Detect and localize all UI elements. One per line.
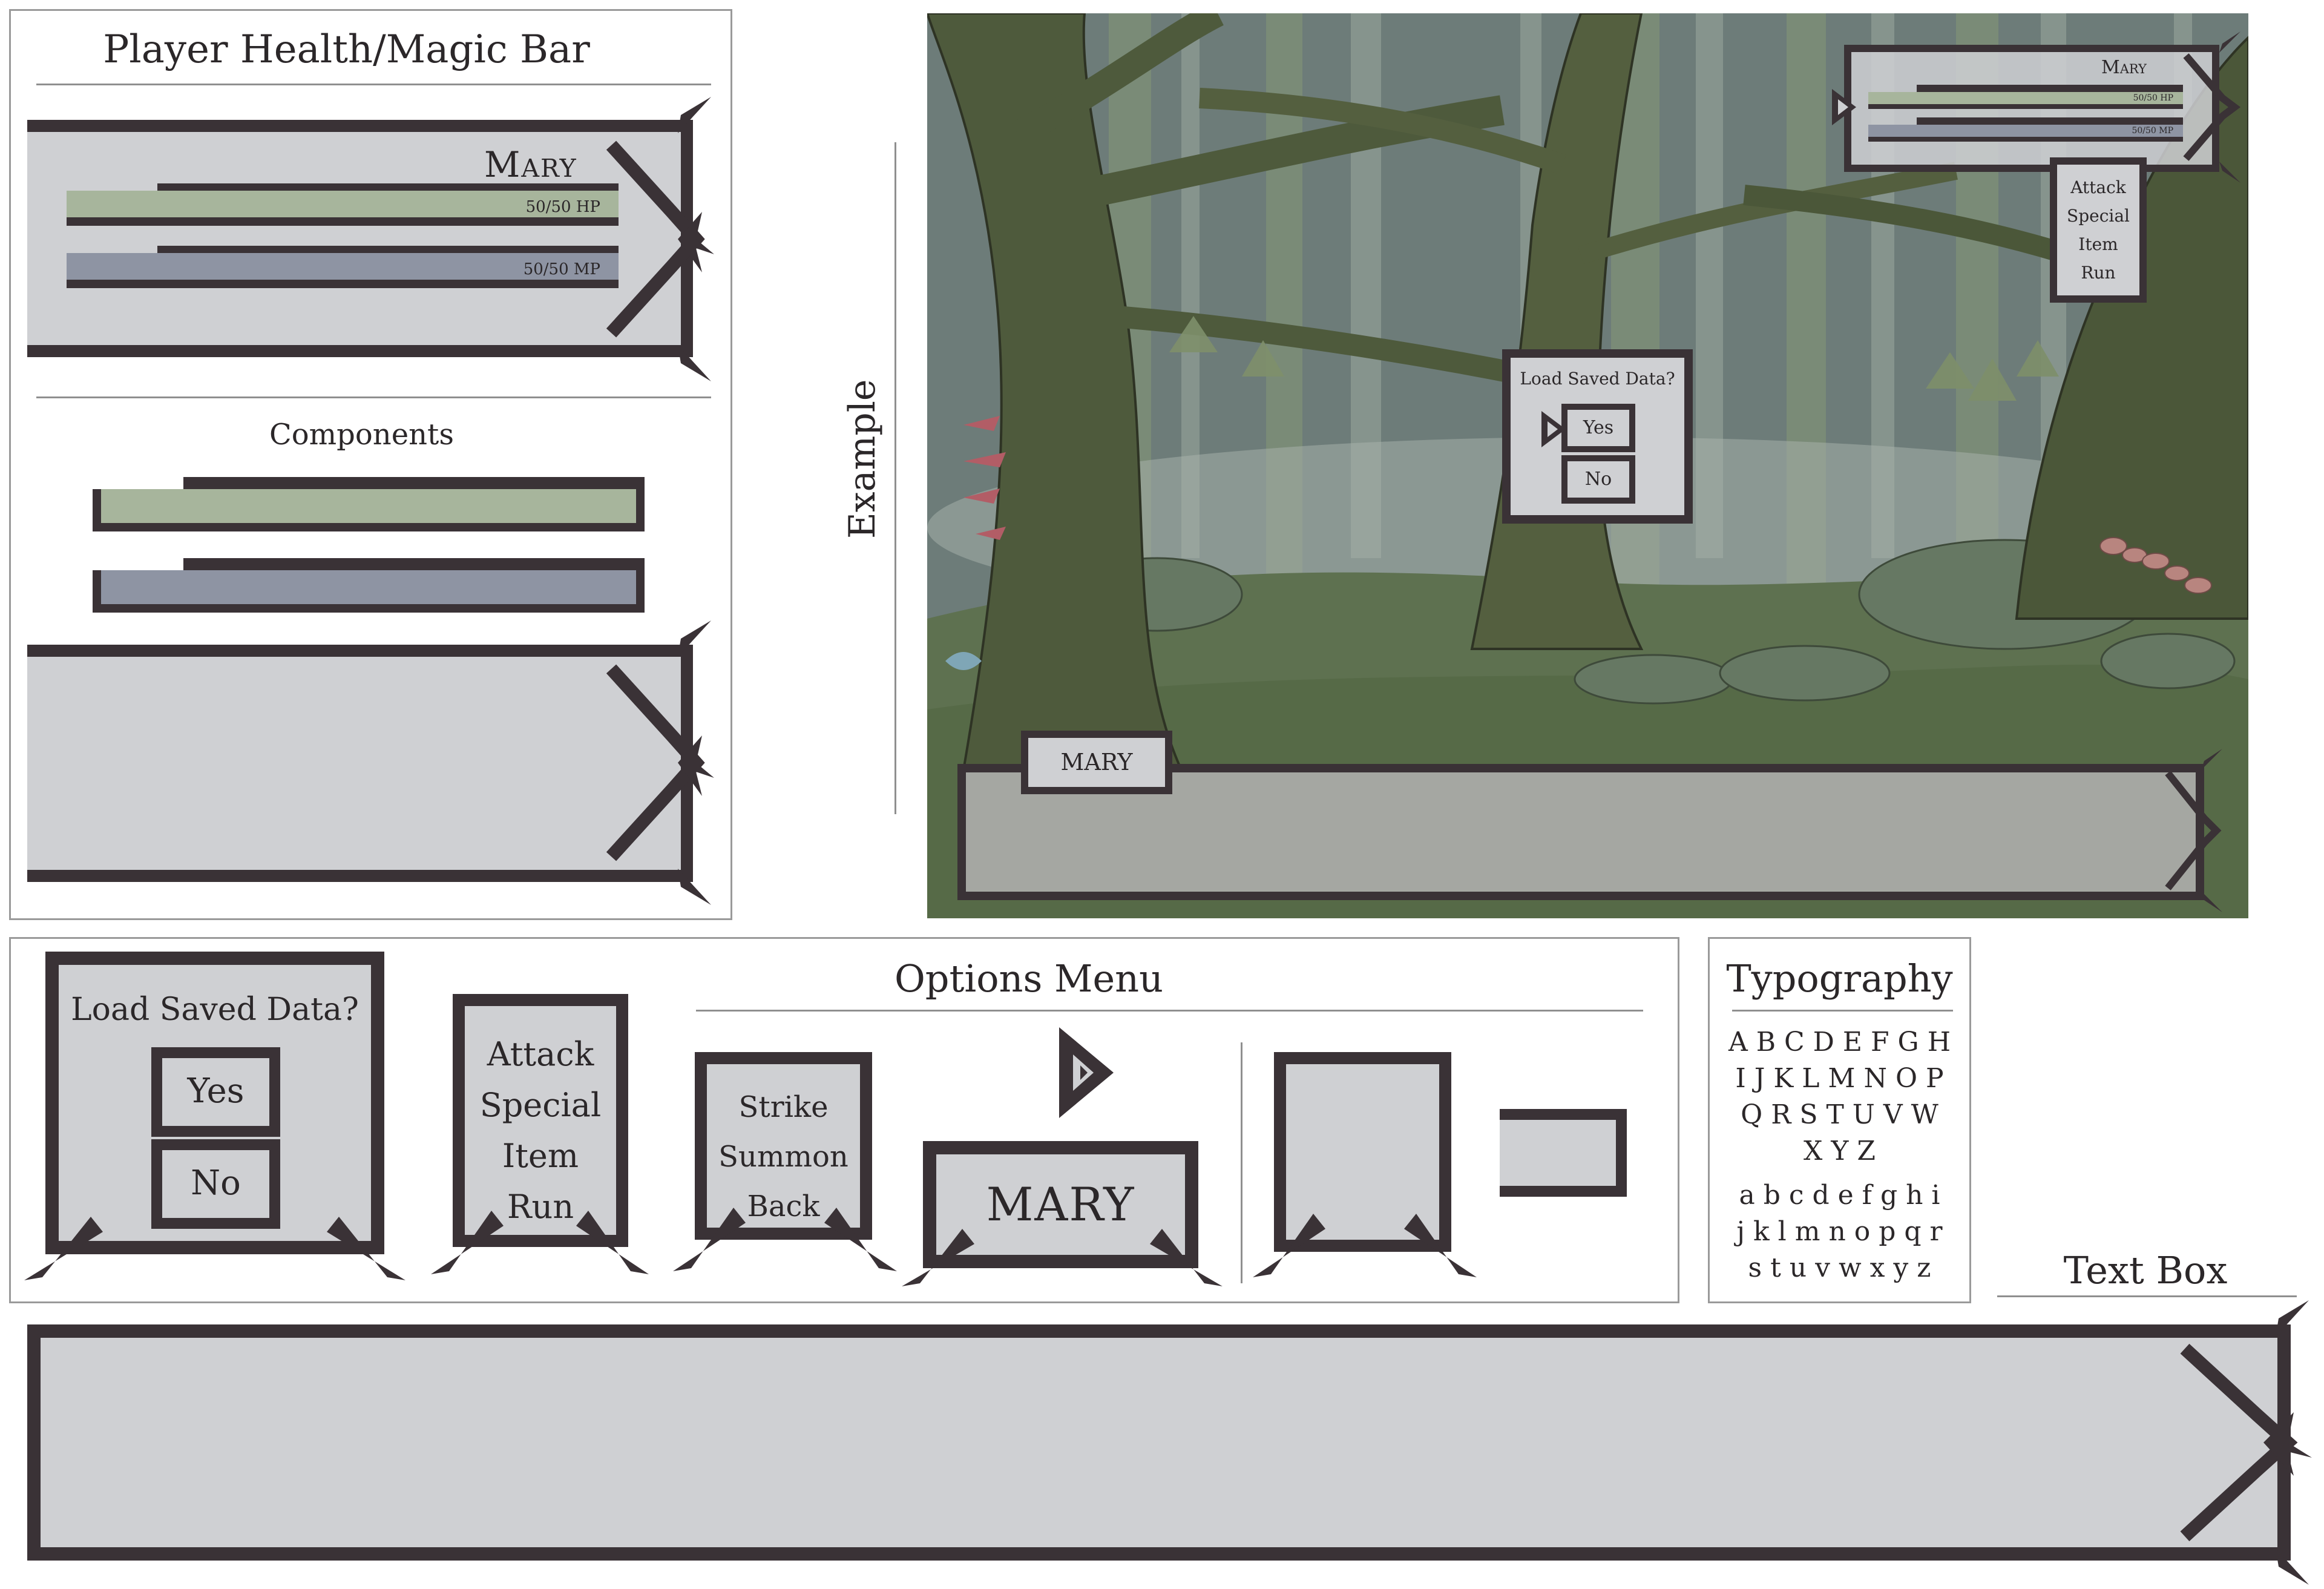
hp-bar: 50/50 HP [67, 183, 619, 226]
load-prompt: Load Saved Data? [71, 992, 359, 1028]
upper-row-4: X Y Z [1804, 1136, 1876, 1166]
main-text-box [27, 1324, 2291, 1561]
hp-text: 50/50 HP [525, 198, 600, 216]
load-yes-button[interactable]: Yes [151, 1047, 280, 1137]
scene-hp-bar: 50/50 HP [1868, 85, 2183, 109]
scene-menu-attack[interactable]: Attack [2070, 177, 2126, 197]
empty-frame-corner-spikes-icon [1253, 1214, 1477, 1277]
scene-mp-bar: 50/50 MP [1868, 117, 2183, 142]
scene-no-button[interactable]: No [1561, 455, 1635, 504]
scene-player-name: Mary [2101, 57, 2147, 78]
components-rule [36, 396, 711, 398]
text-box-rule [1997, 1295, 2297, 1297]
battle-menu-corner-spikes-icon [431, 1211, 649, 1274]
scene-menu-special[interactable]: Special [2067, 206, 2130, 226]
scene-battle-menu: Attack Special Item Run [2050, 157, 2147, 303]
menu-run[interactable]: Run [507, 1188, 574, 1226]
example-divider [894, 142, 896, 814]
menu-item[interactable]: Item [502, 1137, 579, 1175]
component-mp-bar [93, 558, 645, 613]
load-no-button[interactable]: No [151, 1139, 280, 1229]
upper-row-1: A B C D E F G H [1728, 1027, 1951, 1058]
status-frame-corner-icon [606, 97, 714, 381]
summon-menu: Strike Summon Back [695, 1052, 872, 1240]
scene-load-selector-icon [1541, 411, 1566, 447]
text-box-title: Text Box [2063, 1248, 2228, 1292]
scene-mp-text: 50/50 MP [2132, 126, 2173, 136]
components-title: Components [269, 418, 454, 452]
options-title-rule [696, 1010, 1643, 1012]
small-notch-box [1500, 1109, 1627, 1197]
menu-strike[interactable]: Strike [738, 1090, 829, 1124]
summon-menu-corner-spikes-icon [673, 1208, 897, 1271]
typography-upper: A B C D E F G H I J K L M N O P Q R S T … [1708, 1024, 1971, 1170]
health-title-rule [36, 84, 711, 85]
empty-menu-frame [1274, 1052, 1451, 1252]
health-panel-title: Player Health/Magic Bar [103, 27, 590, 72]
lower-row-1: a b c d e f g h i [1739, 1180, 1940, 1211]
scene-status-corner-icon [2183, 31, 2240, 183]
menu-attack[interactable]: Attack [487, 1035, 594, 1073]
mp-bar: 50/50 MP [67, 246, 619, 288]
component-empty-frame [27, 645, 693, 882]
selector-arrow-icon [1059, 1027, 1114, 1118]
scene-yes-button[interactable]: Yes [1561, 404, 1635, 452]
options-menu-title: Options Menu [894, 956, 1164, 1001]
battle-menu: Attack Special Item Run [453, 994, 628, 1247]
scene-menu-run[interactable]: Run [2081, 263, 2116, 283]
typography-lower: a b c d e f g h i j k l m n o p q r s t … [1708, 1177, 1971, 1286]
player-status-frame [27, 120, 693, 357]
scene-text-box [957, 764, 2204, 900]
options-divider [1241, 1042, 1242, 1283]
scene-speaker-plate: MARY [1021, 731, 1172, 794]
scene-selector-arrow-icon [1832, 89, 1856, 125]
lower-row-3: s t u v w x y z [1748, 1252, 1931, 1283]
typography-rule [1732, 1010, 1953, 1012]
hp-bar-fill [67, 191, 619, 226]
example-label: Example [841, 379, 884, 539]
scene-text-box-corner-icon [2165, 749, 2222, 912]
typography-panel [1708, 937, 1971, 1303]
example-game-scene: Mary 50/50 HP 50/50 MP Attack Special It… [927, 13, 2248, 918]
load-dialog-corner-spikes-icon [24, 1217, 405, 1280]
scene-load-prompt: Load Saved Data? [1520, 369, 1675, 389]
lower-row-2: j k l m n o p q r [1736, 1216, 1943, 1247]
menu-special[interactable]: Special [479, 1086, 602, 1124]
text-box-corner-icon [2180, 1300, 2312, 1585]
scene-hp-text: 50/50 HP [2133, 93, 2173, 103]
component-hp-bar [93, 477, 645, 531]
typography-title: Typography [1726, 956, 1953, 1001]
player-name: Mary [484, 144, 577, 185]
mp-text: 50/50 MP [523, 260, 600, 278]
menu-back[interactable]: Back [747, 1189, 820, 1223]
component-frame-corner-icon [606, 620, 714, 905]
name-plate-corner-spikes-icon [902, 1229, 1223, 1286]
upper-row-2: I J K L M N O P [1735, 1063, 1944, 1094]
mp-bar-fill [67, 253, 619, 288]
menu-summon[interactable]: Summon [718, 1140, 849, 1174]
upper-row-3: Q R S T U V W [1741, 1099, 1938, 1130]
scene-menu-item[interactable]: Item [2078, 234, 2118, 254]
